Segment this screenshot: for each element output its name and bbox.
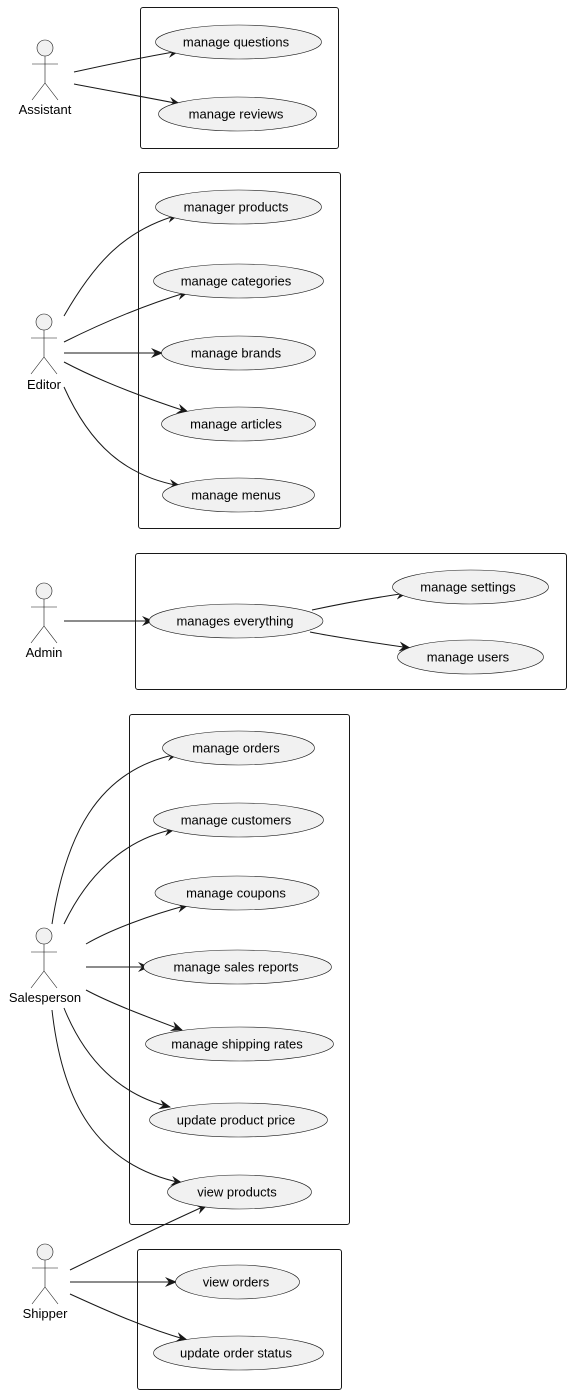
shipper-system-boundary xyxy=(137,1249,342,1390)
use-case-manage-brands: manage brands xyxy=(161,335,316,371)
use-case-manage-questions: manage questions xyxy=(155,24,322,60)
association-salesperson-manage-customers xyxy=(63,826,176,925)
use-case-manager-products: manager products xyxy=(155,189,322,225)
use-case-manage-reviews: manage reviews xyxy=(158,96,317,132)
use-case-label: manage coupons xyxy=(186,886,286,901)
use-case-manage-coupons: manage coupons xyxy=(154,875,320,911)
actor-label: Salesperson xyxy=(9,990,81,1005)
actor-shipper: Shipper xyxy=(23,1243,68,1321)
use-case-label: manage settings xyxy=(420,580,516,595)
use-case-manage-articles: manage articles xyxy=(161,406,316,442)
association-shipper-view-products xyxy=(69,1204,208,1271)
salesperson-system-boundary xyxy=(129,714,350,1225)
use-case-label: manage articles xyxy=(190,417,282,432)
use-case-label: manage reviews xyxy=(189,107,284,122)
associations xyxy=(51,47,411,1342)
association-salesperson-manage-coupons xyxy=(85,902,189,945)
assistant-system-boundary xyxy=(140,7,339,149)
actor-editor: Editor xyxy=(27,313,62,392)
association-manages-everything-manage-users xyxy=(309,631,411,652)
use-case-view-products: view products xyxy=(167,1174,312,1210)
use-cases: manage questions manage reviews manager … xyxy=(143,24,549,1371)
use-case-manage-sales-reports: manage sales reports xyxy=(143,949,332,985)
use-case-label: view products xyxy=(197,1185,277,1200)
editor-system-boundary xyxy=(138,172,341,529)
use-case-label: manage shipping rates xyxy=(171,1037,303,1052)
actor-admin: Admin xyxy=(26,582,63,660)
use-case-label: update product price xyxy=(177,1113,296,1128)
actor-assistant: Assistant xyxy=(19,39,72,117)
association-shipper-update-order-status xyxy=(69,1293,188,1342)
actor-label: Assistant xyxy=(19,102,72,117)
use-case-manage-customers: manage customers xyxy=(153,802,324,838)
system-boundaries xyxy=(129,7,567,1390)
use-case-label: manage categories xyxy=(181,274,292,289)
use-case-label: manage questions xyxy=(183,35,290,50)
use-case-view-orders: view orders xyxy=(175,1264,300,1300)
association-salesperson-update-product-price xyxy=(63,1007,171,1110)
actor-label: Shipper xyxy=(23,1306,68,1321)
actor-label: Admin xyxy=(26,645,63,660)
association-salesperson-view-products xyxy=(51,1009,183,1186)
use-case-label: manage orders xyxy=(192,741,280,756)
use-case-label: manage brands xyxy=(191,346,282,361)
actor-salesperson: Salesperson xyxy=(9,927,81,1005)
stick-figure-icon xyxy=(30,582,58,644)
use-case-manage-menus: manage menus xyxy=(162,477,315,513)
association-assistant-manage-questions xyxy=(73,47,180,73)
use-case-update-product-price: update product price xyxy=(149,1102,328,1138)
association-assistant-manage-reviews xyxy=(73,83,181,107)
stick-figure-icon xyxy=(30,313,58,375)
association-editor-manage-articles xyxy=(63,361,189,414)
use-case-label: manager products xyxy=(184,200,289,215)
use-case-label: manage sales reports xyxy=(173,960,299,975)
use-case-label: manage customers xyxy=(181,813,292,828)
actor-label: Editor xyxy=(27,377,62,392)
use-case-update-order-status: update order status xyxy=(153,1335,324,1371)
association-salesperson-manage-shipping-rates xyxy=(85,989,183,1031)
use-case-label: manage users xyxy=(427,650,510,665)
actors: Assistant Editor Admin Salesperson xyxy=(9,39,81,1321)
use-case-label: manage menus xyxy=(191,488,281,503)
use-case-manage-users: manage users xyxy=(397,639,544,675)
use-case-manage-settings: manage settings xyxy=(392,569,549,605)
use-case-manages-everything: manages everything xyxy=(148,603,324,639)
association-salesperson-manage-orders xyxy=(51,751,179,925)
use-case-manage-shipping-rates: manage shipping rates xyxy=(145,1026,334,1062)
stick-figure-icon xyxy=(31,39,59,101)
use-case-manage-categories: manage categories xyxy=(153,263,324,299)
use-case-manage-orders: manage orders xyxy=(162,730,315,766)
use-case-label: update order status xyxy=(180,1346,293,1361)
use-case-label: view orders xyxy=(203,1275,270,1290)
stick-figure-icon xyxy=(30,927,58,989)
association-editor-manage-categories xyxy=(63,290,189,343)
association-manages-everything-manage-settings xyxy=(311,589,408,611)
stick-figure-icon xyxy=(31,1243,59,1305)
association-editor-manager-products xyxy=(63,213,179,317)
use-case-label: manages everything xyxy=(176,614,293,629)
association-editor-manage-menus xyxy=(63,386,181,489)
